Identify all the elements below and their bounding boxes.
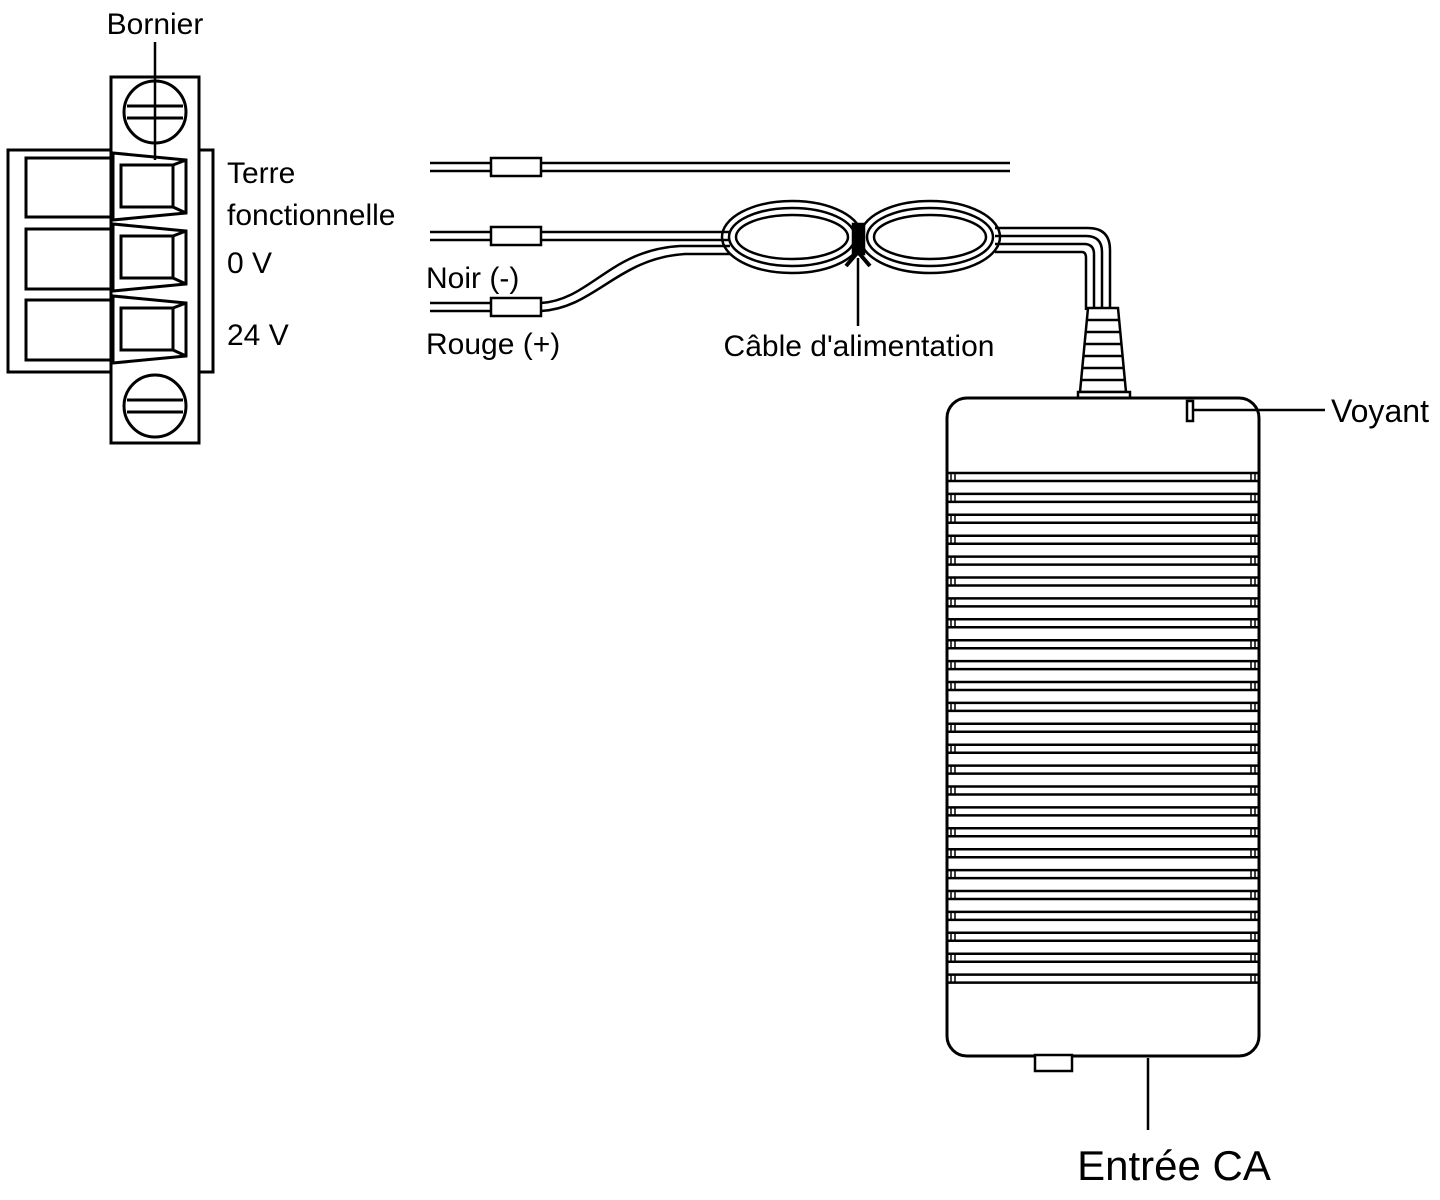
wires [430, 156, 1112, 326]
cable-to-psu [995, 226, 1112, 310]
label-functional-earth-1: Terre [227, 157, 295, 190]
label-power-cable: Câble d'alimentation [724, 330, 995, 363]
label-twenty-four-volt: 24 V [227, 319, 289, 352]
label-functional-earth-2: fonctionnelle [227, 199, 395, 232]
power-supply-unit [945, 306, 1325, 1130]
earth-wire [430, 156, 1010, 178]
label-black-wire: Noir (-) [426, 262, 519, 295]
terminal-block [6, 42, 215, 445]
psu-body [945, 396, 1261, 1058]
indicator-led-icon [1185, 399, 1195, 423]
bottom-screw-icon [122, 373, 188, 439]
label-indicator: Voyant [1331, 393, 1429, 429]
terminal-slot-0v [111, 222, 188, 293]
red-wire [430, 244, 730, 318]
label-red-wire: Rouge (+) [426, 328, 560, 361]
label-zero-volt: 0 V [227, 247, 272, 280]
black-wire [430, 225, 730, 247]
ac-inlet-icon [1033, 1053, 1074, 1073]
terminal-slot-earth [111, 151, 188, 222]
cooling-fins [947, 471, 1259, 984]
terminal-slot-24v [111, 294, 188, 365]
cable-tie-icon [844, 222, 872, 268]
label-ac-input: Entrée CA [1077, 1142, 1271, 1189]
label-terminal-block: Bornier [107, 8, 204, 41]
